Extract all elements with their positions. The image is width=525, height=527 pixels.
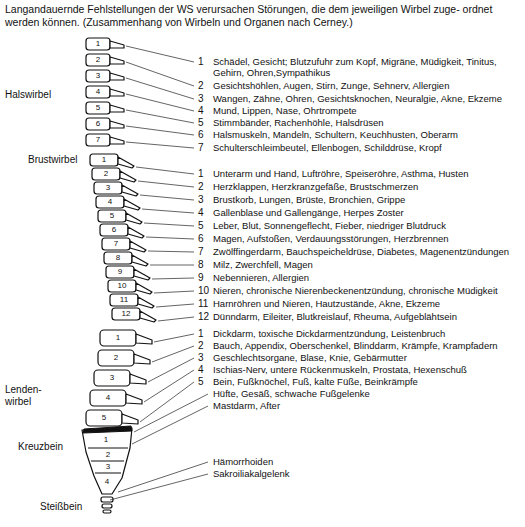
- vertebra-number: 2: [96, 56, 100, 64]
- callout-number: 6: [198, 233, 204, 245]
- callout-number: 6: [198, 129, 204, 141]
- callout-number: 12: [198, 311, 209, 323]
- callout-number: 7: [198, 142, 204, 154]
- region-label: Kreuzbein: [18, 441, 63, 453]
- leader-lines: [110, 46, 208, 500]
- symptom-text: Bauch, Appendix, Oberschenkel, Blinddarm…: [213, 340, 498, 351]
- symptom-text: Hämorrhoiden: [213, 456, 273, 467]
- callout-number: 1: [198, 168, 204, 180]
- callout-number: 3: [198, 352, 204, 364]
- symptom-text: Unterarm und Hand, Luftröhre, Speiseröhr…: [213, 168, 469, 179]
- region-label: Lenden- wirbel: [5, 384, 47, 408]
- symptom-text: Gallenblase und Gallengänge, Herpes Zost…: [213, 207, 404, 218]
- vertebra-number: 3: [96, 72, 100, 80]
- vertebra-number: 6: [96, 120, 100, 128]
- callout-number: 3: [198, 93, 204, 105]
- callout-number: 5: [198, 376, 204, 388]
- symptom-text: Bein, Fußknöchel, Fuß, kalte Füße, Beink…: [213, 376, 418, 387]
- vertebra-number: 6: [112, 226, 116, 234]
- vertebra-number: 1: [102, 156, 106, 164]
- vertebra-number: 9: [118, 268, 122, 276]
- symptom-text: Wangen, Zähne, Ohren, Gesichtsknochen, N…: [213, 93, 502, 104]
- vertebra-number: 12: [122, 310, 131, 318]
- vertebra-number: 5: [102, 414, 106, 422]
- vertebra-number: 2: [106, 451, 110, 459]
- symptom-text: Halsmuskeln, Mandeln, Schultern, Keuchhu…: [213, 129, 458, 140]
- vertebra-number: 4: [106, 394, 110, 402]
- symptom-text: Nebennieren, Allergien: [213, 272, 309, 283]
- vertebra-number: 10: [118, 282, 127, 290]
- symptom-text: Hüfte, Gesäß, schwache Fußgelenke: [213, 388, 370, 399]
- symptom-text: Milz, Zwerchfell, Magen: [213, 259, 313, 270]
- callout-number: 9: [198, 272, 204, 284]
- vertebra-number: 3: [106, 184, 110, 192]
- symptom-text: Zwölffingerdarm, Bauchspeicheldrüse, Dia…: [213, 246, 509, 257]
- symptom-text: Geschlechtsorgane, Blase, Knie, Gebärmut…: [213, 352, 407, 363]
- callout-number: 2: [198, 181, 204, 193]
- symptom-text: Nieren, chronische Nierenbeckenentzündun…: [213, 285, 498, 296]
- vertebra-number: 1: [116, 334, 120, 342]
- symptom-text: Harnröhren und Nieren, Hautzustände, Akn…: [213, 298, 440, 309]
- callout-number: 1: [198, 56, 204, 68]
- callout-number: 8: [198, 259, 204, 271]
- symptom-text: Schädel, Gesicht; Blutzufuhr zum Kopf, M…: [213, 56, 522, 79]
- vertebra-number: 3: [106, 463, 110, 471]
- callout-number: 3: [198, 194, 204, 206]
- symptom-text: Dünndarm, Eileiter, Blutkreislauf, Rheum…: [213, 311, 457, 322]
- vertebra-number: 1: [96, 40, 100, 48]
- callout-number: 4: [198, 207, 204, 219]
- symptom-text: Magen, Aufstoßen, Verdauungsstörungen, H…: [213, 233, 449, 244]
- vertebra-number: 4: [105, 478, 109, 486]
- vertebra-number: 4: [96, 88, 100, 96]
- symptom-text: Schulterschleimbeutel, Ellenbogen, Schil…: [213, 142, 442, 153]
- region-label: Steißbein: [40, 501, 82, 513]
- vertebra-number: 5: [96, 104, 100, 112]
- callout-number: 2: [198, 340, 204, 352]
- region-label: Halswirbel: [5, 89, 51, 101]
- region-label: Brustwirbel: [28, 154, 77, 166]
- callout-number: 2: [198, 80, 204, 92]
- vertebra-number: 3: [110, 374, 114, 382]
- symptom-text: Sakroiliakalgelenk: [213, 468, 290, 479]
- callout-number: 7: [198, 246, 204, 258]
- vertebra-number: 7: [96, 136, 100, 144]
- symptom-text: Mastdarm, After: [213, 400, 280, 411]
- callout-number: 5: [198, 117, 204, 129]
- callout-number: 5: [198, 220, 204, 232]
- vertebra-number: 1: [104, 436, 108, 444]
- callout-number: 4: [198, 105, 204, 117]
- vertebra-number: 7: [114, 240, 118, 248]
- symptom-text: Mund, Lippen, Nase, Ohrtrompete: [213, 105, 357, 116]
- symptom-text: Stimmbänder, Rachenhöhle, Halsdrüsen: [213, 117, 384, 128]
- vertebra-number: 5: [110, 212, 114, 220]
- symptom-text: Leber, Blut, Sonnengeflecht, Fieber, nie…: [213, 220, 446, 231]
- symptom-text: Brustkorb, Lungen, Brüste, Bronchien, Gr…: [213, 194, 405, 205]
- vertebra-number: 2: [104, 170, 108, 178]
- symptom-text: Herzklappen, Herzkranzgefäße, Brustschme…: [213, 181, 418, 192]
- callout-number: 11: [198, 298, 208, 310]
- vertebra-number: 2: [114, 354, 118, 362]
- symptom-text: Gesichtshöhlen, Augen, Stirn, Zunge, Seh…: [213, 80, 449, 91]
- callout-number: 1: [198, 328, 204, 340]
- title-text: Langandauernde Fehlstellungen der WS ver…: [5, 3, 520, 28]
- vertebra-number: 11: [120, 296, 128, 304]
- symptom-text: Dickdarm, toxische Dickdarmentzündung, L…: [213, 328, 445, 339]
- vertebra-number: 8: [116, 254, 120, 262]
- symptom-text: Ischias-Nerv, untere Rückenmuskeln, Pros…: [213, 364, 467, 375]
- callout-number: 4: [198, 364, 204, 376]
- vertebra-number: 4: [108, 198, 112, 206]
- callout-number: 10: [198, 285, 209, 297]
